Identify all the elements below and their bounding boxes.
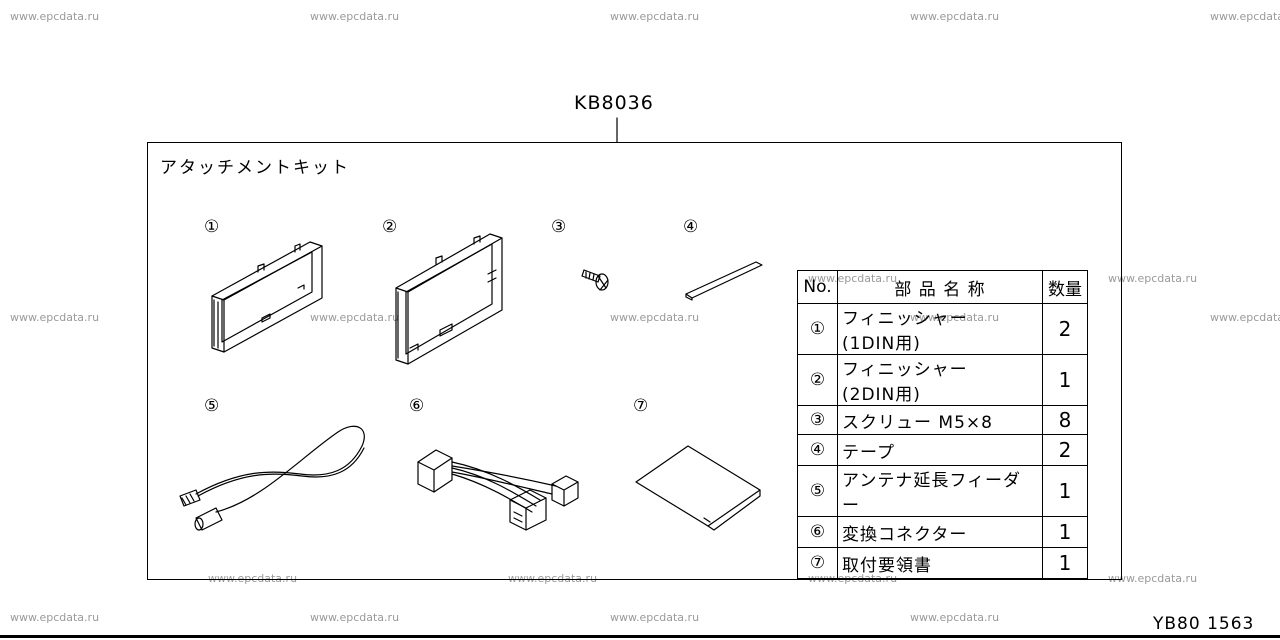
bottom-rule	[0, 635, 1280, 638]
table-row[interactable]: ② フィニッシャー(2DIN用) 1	[797, 354, 1088, 406]
watermark: www.epcdata.ru	[310, 311, 400, 324]
row-no: ⑦	[797, 547, 838, 579]
row-no: ④	[797, 434, 838, 466]
header-no: No.	[797, 270, 838, 304]
finisher-2din-drawing	[395, 233, 503, 365]
watermark: www.epcdata.ru	[610, 611, 700, 624]
screw-drawing	[581, 269, 609, 291]
row-qty: 2	[1042, 434, 1088, 466]
table-header-row: No. 部 品 名 称 数量	[797, 270, 1088, 304]
watermark: www.epcdata.ru	[10, 10, 100, 23]
kit-title: アタッチメントキット	[160, 158, 350, 178]
row-name: 取付要領書	[837, 547, 1043, 579]
row-no: ⑥	[797, 516, 838, 548]
callout-1[interactable]: ①	[204, 217, 220, 237]
table-row[interactable]: ⑥ 変換コネクター 1	[797, 516, 1088, 548]
callout-2[interactable]: ②	[382, 217, 398, 237]
table-row[interactable]: ④ テープ 2	[797, 434, 1088, 466]
row-name: アンテナ延長フィーダー	[837, 465, 1043, 517]
table-row[interactable]: ③ スクリュー M5×8 8	[797, 405, 1088, 435]
installation-manual-drawing	[635, 445, 761, 531]
row-no: ②	[797, 354, 838, 406]
row-no: ⑤	[797, 465, 838, 517]
row-qty: 1	[1042, 354, 1088, 406]
antenna-feeder-drawing	[179, 425, 365, 531]
tape-drawing	[685, 261, 763, 301]
watermark: www.epcdata.ru	[1108, 272, 1198, 285]
row-no: ③	[797, 405, 838, 435]
callout-3[interactable]: ③	[551, 217, 567, 237]
finisher-1din-drawing	[211, 241, 323, 353]
row-qty: 1	[1042, 516, 1088, 548]
conversion-connector-drawing	[417, 449, 579, 531]
callout-6[interactable]: ⑥	[409, 396, 425, 416]
watermark: www.epcdata.ru	[208, 572, 298, 585]
table-row[interactable]: ⑤ アンテナ延長フィーダー 1	[797, 465, 1088, 517]
watermark: www.epcdata.ru	[10, 311, 100, 324]
header-qty: 数量	[1042, 270, 1088, 304]
watermark: www.epcdata.ru	[508, 572, 598, 585]
row-name: 変換コネクター	[837, 516, 1043, 548]
watermark: www.epcdata.ru	[1210, 311, 1280, 324]
watermark: www.epcdata.ru	[310, 611, 400, 624]
watermark: www.epcdata.ru	[610, 311, 700, 324]
callout-5[interactable]: ⑤	[204, 396, 220, 416]
diagram-code: YB80 1563	[1153, 614, 1255, 634]
watermark: www.epcdata.ru	[1210, 10, 1280, 23]
row-name: フィニッシャー(1DIN用)	[837, 303, 1043, 355]
watermark: www.epcdata.ru	[610, 10, 700, 23]
kit-frame	[147, 142, 1122, 580]
row-no: ①	[797, 303, 838, 355]
watermark: www.epcdata.ru	[910, 10, 1000, 23]
table-row[interactable]: ① フィニッシャー(1DIN用) 2	[797, 303, 1088, 355]
watermark: www.epcdata.ru	[10, 611, 100, 624]
row-name: テープ	[837, 434, 1043, 466]
row-qty: 8	[1042, 405, 1088, 435]
table-row[interactable]: ⑦ 取付要領書 1	[797, 547, 1088, 579]
row-name: フィニッシャー(2DIN用)	[837, 354, 1043, 406]
row-qty: 1	[1042, 465, 1088, 517]
watermark: www.epcdata.ru	[310, 10, 400, 23]
callout-4[interactable]: ④	[683, 217, 699, 237]
watermark: www.epcdata.ru	[1108, 572, 1198, 585]
row-qty: 2	[1042, 303, 1088, 355]
watermark: www.epcdata.ru	[910, 611, 1000, 624]
row-qty: 1	[1042, 547, 1088, 579]
header-name: 部 品 名 称	[837, 270, 1043, 304]
callout-7[interactable]: ⑦	[633, 396, 649, 416]
row-name: スクリュー M5×8	[837, 405, 1043, 435]
part-number[interactable]: KB8036	[574, 92, 654, 114]
parts-table: No. 部 品 名 称 数量 ① フィニッシャー(1DIN用) 2 ② フィニッ…	[797, 270, 1088, 579]
